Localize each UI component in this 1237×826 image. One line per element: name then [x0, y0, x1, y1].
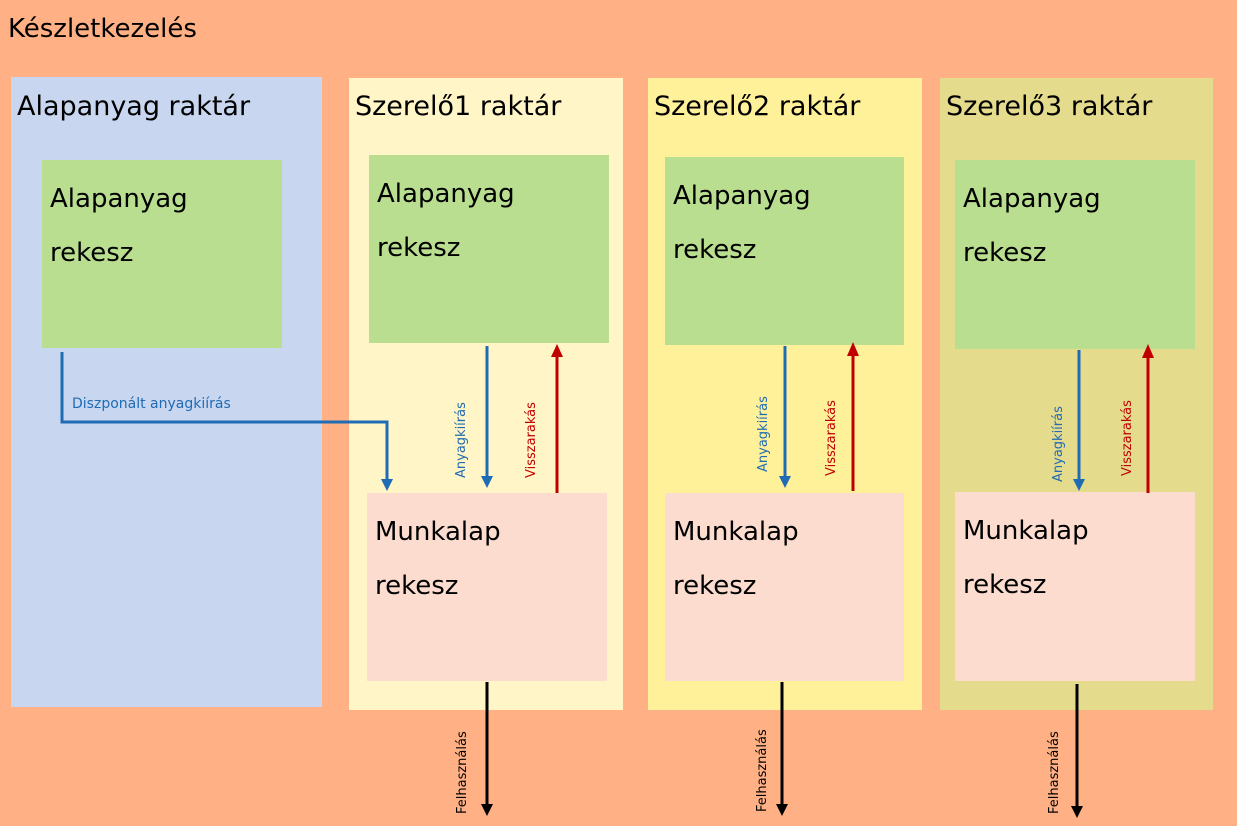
felhasznalas-label: Felhasználás [455, 731, 470, 814]
felhasznalas-label: Felhasználás [1047, 731, 1062, 814]
alapanyag-rekesz-box: Alapanyag rekesz [42, 160, 282, 348]
box-label: Munkalap rekesz [963, 504, 1089, 612]
panel-alapanyag-raktar: Alapanyag raktár Alapanyag rekesz [11, 77, 322, 707]
felhasznalas-arrowhead [1071, 806, 1083, 818]
box-label-line2: rekesz [963, 238, 1047, 268]
felhasznalas-arrowhead [481, 804, 493, 816]
felhasznalas-label: Felhasználás [755, 729, 770, 812]
box-label-line1: Munkalap [963, 516, 1089, 546]
visszarakas-label: Visszarakás [824, 400, 839, 476]
panel-szerelo3-raktar: Szerelő3 raktár Alapanyag rekesz Munkala… [940, 78, 1213, 710]
panel-title: Szerelő1 raktár [355, 91, 562, 122]
panel-szerelo1-raktar: Szerelő1 raktár Alapanyag rekesz Munkala… [349, 78, 623, 710]
visszarakas-label: Visszarakás [524, 402, 539, 478]
box-label-line2: rekesz [50, 238, 134, 268]
panel-szerelo2-raktar: Szerelő2 raktár Alapanyag rekesz Munkala… [648, 78, 922, 710]
diagram-title: Készletkezelés [8, 14, 197, 44]
box-label: Munkalap rekesz [673, 505, 799, 613]
box-label-line1: Munkalap [673, 517, 799, 547]
anyagkiiras-label: Anyagkiírás [454, 402, 469, 478]
felhasznalas-arrowhead [776, 804, 788, 816]
box-label: Alapanyag rekesz [673, 169, 811, 277]
anyagkiiras-label: Anyagkiírás [756, 396, 771, 472]
box-label-line2: rekesz [673, 571, 757, 601]
box-label-line1: Alapanyag [50, 184, 188, 214]
panel-title: Szerelő3 raktár [946, 91, 1153, 122]
dispatch-flow-label: Diszponált anyagkiírás [72, 396, 231, 412]
box-label-line2: rekesz [375, 571, 459, 601]
panel-title: Szerelő2 raktár [654, 91, 861, 122]
box-label-line2: rekesz [963, 570, 1047, 600]
box-label: Alapanyag rekesz [963, 172, 1101, 280]
box-label-line1: Alapanyag [377, 179, 515, 209]
box-label-line1: Munkalap [375, 517, 501, 547]
box-label: Alapanyag rekesz [50, 172, 188, 280]
munkalap-rekesz-box: Munkalap rekesz [665, 493, 904, 681]
box-label-line2: rekesz [673, 235, 757, 265]
box-label-line1: Alapanyag [673, 181, 811, 211]
box-label: Alapanyag rekesz [377, 167, 515, 275]
alapanyag-rekesz-box: Alapanyag rekesz [369, 155, 609, 343]
box-label-line1: Alapanyag [963, 184, 1101, 214]
panel-title: Alapanyag raktár [17, 91, 251, 122]
visszarakas-label: Visszarakás [1120, 400, 1135, 476]
alapanyag-rekesz-box: Alapanyag rekesz [955, 160, 1195, 349]
munkalap-rekesz-box: Munkalap rekesz [955, 492, 1195, 681]
alapanyag-rekesz-box: Alapanyag rekesz [665, 157, 904, 345]
munkalap-rekesz-box: Munkalap rekesz [367, 493, 607, 681]
anyagkiiras-label: Anyagkiírás [1051, 406, 1066, 482]
box-label: Munkalap rekesz [375, 505, 501, 613]
box-label-line2: rekesz [377, 233, 461, 263]
